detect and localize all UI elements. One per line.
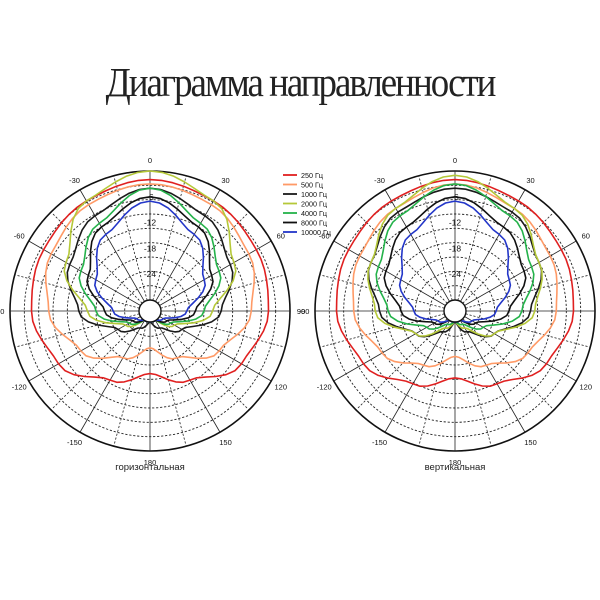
angle-tick-label: 120 [580, 383, 593, 392]
page-title: Диаграмма направленности [105, 59, 497, 105]
grid-spoke [333, 316, 446, 382]
legend-label: 4000 Гц [301, 209, 327, 218]
grid-spoke [79, 189, 145, 302]
grid-spoke [50, 318, 143, 411]
series-line [335, 178, 575, 387]
angle-tick-label: 150 [219, 438, 232, 447]
grid-spoke [28, 316, 141, 382]
grid-spoke [14, 274, 140, 309]
grid-spoke [159, 240, 272, 306]
radial-tick-label: -24 [144, 269, 157, 279]
grid-spoke [155, 189, 221, 302]
angle-tick-label: -120 [317, 383, 332, 392]
legend-label: 500 Гц [301, 181, 323, 190]
angle-tick-label: -90 [0, 307, 4, 316]
grid-spoke [460, 320, 526, 433]
grid-spoke [113, 321, 148, 447]
angle-tick-label: 60 [277, 232, 285, 241]
angle-tick-label: -150 [372, 438, 387, 447]
radial-tick-label: -12 [449, 218, 462, 228]
angle-tick-label: -60 [319, 232, 330, 241]
angle-tick-label: 90 [297, 307, 305, 316]
angle-tick-label: 0 [148, 156, 152, 165]
radial-tick-label: -6 [146, 192, 154, 202]
angle-tick-label: -60 [14, 232, 25, 241]
radial-tick-label: -12 [144, 218, 157, 228]
grid-spoke [79, 320, 145, 433]
angle-tick-label: 30 [526, 176, 534, 185]
legend-label: 250 Гц [301, 171, 323, 180]
grid-spoke [28, 240, 141, 306]
legend-label: 8000 Гц [301, 219, 327, 228]
angle-tick-label: 0 [453, 156, 457, 165]
legend-label: 10000 Гц [301, 228, 331, 237]
series-line [44, 183, 256, 360]
grid-spoke [464, 240, 577, 306]
radial-tick-label: -24 [449, 269, 462, 279]
grid-spoke [152, 321, 187, 447]
grid-spoke [157, 318, 250, 411]
angle-tick-label: -30 [69, 176, 80, 185]
grid-spoke [384, 320, 450, 433]
grid-spoke [465, 313, 591, 348]
angle-tick-label: -90 [299, 307, 310, 316]
chart-caption: вертикальная [425, 462, 486, 473]
grid-spoke [464, 316, 577, 382]
series-line [30, 178, 270, 384]
angle-tick-label: 60 [582, 232, 590, 241]
radial-tick-label: -18 [144, 243, 157, 253]
angle-tick-label: 120 [275, 383, 288, 392]
legend-label: 1000 Гц [301, 190, 327, 199]
grid-spoke [319, 274, 445, 309]
angle-tick-label: -120 [12, 383, 27, 392]
radial-tick-label: -18 [449, 243, 462, 253]
legend-label: 2000 Гц [301, 200, 327, 209]
angle-tick-label: 30 [221, 176, 229, 185]
grid-spoke [418, 175, 453, 301]
grid-spoke [457, 175, 492, 301]
grid-spoke [465, 274, 591, 309]
chart-caption: горизонтальная [115, 462, 185, 473]
grid-spoke [155, 320, 221, 433]
radial-tick-label: -6 [451, 192, 459, 202]
series-line [352, 183, 558, 368]
angle-tick-label: -150 [67, 438, 82, 447]
angle-tick-label: 150 [524, 438, 537, 447]
polar-chart-2: -6 -12 -18 -24 0 30 60 90 120 150 180 -150 -120 -90 -6… [299, 156, 596, 473]
angle-tick-label: -30 [374, 176, 385, 185]
grid-spoke [319, 313, 445, 348]
grid-spoke [113, 175, 148, 301]
grid-spoke [333, 240, 446, 306]
center-hole [443, 299, 467, 323]
grid-spoke [159, 316, 272, 382]
angle-tick-label: 180 [144, 458, 157, 467]
polar-chart-1: -6 -12 -18 -24 0 30 60 90 120 150 180 -150 -120 -90 -6… [0, 156, 305, 473]
center-hole [138, 299, 162, 323]
grid-spoke [160, 274, 286, 309]
angle-tick-label: 180 [449, 458, 462, 467]
grid-spoke [152, 175, 187, 301]
